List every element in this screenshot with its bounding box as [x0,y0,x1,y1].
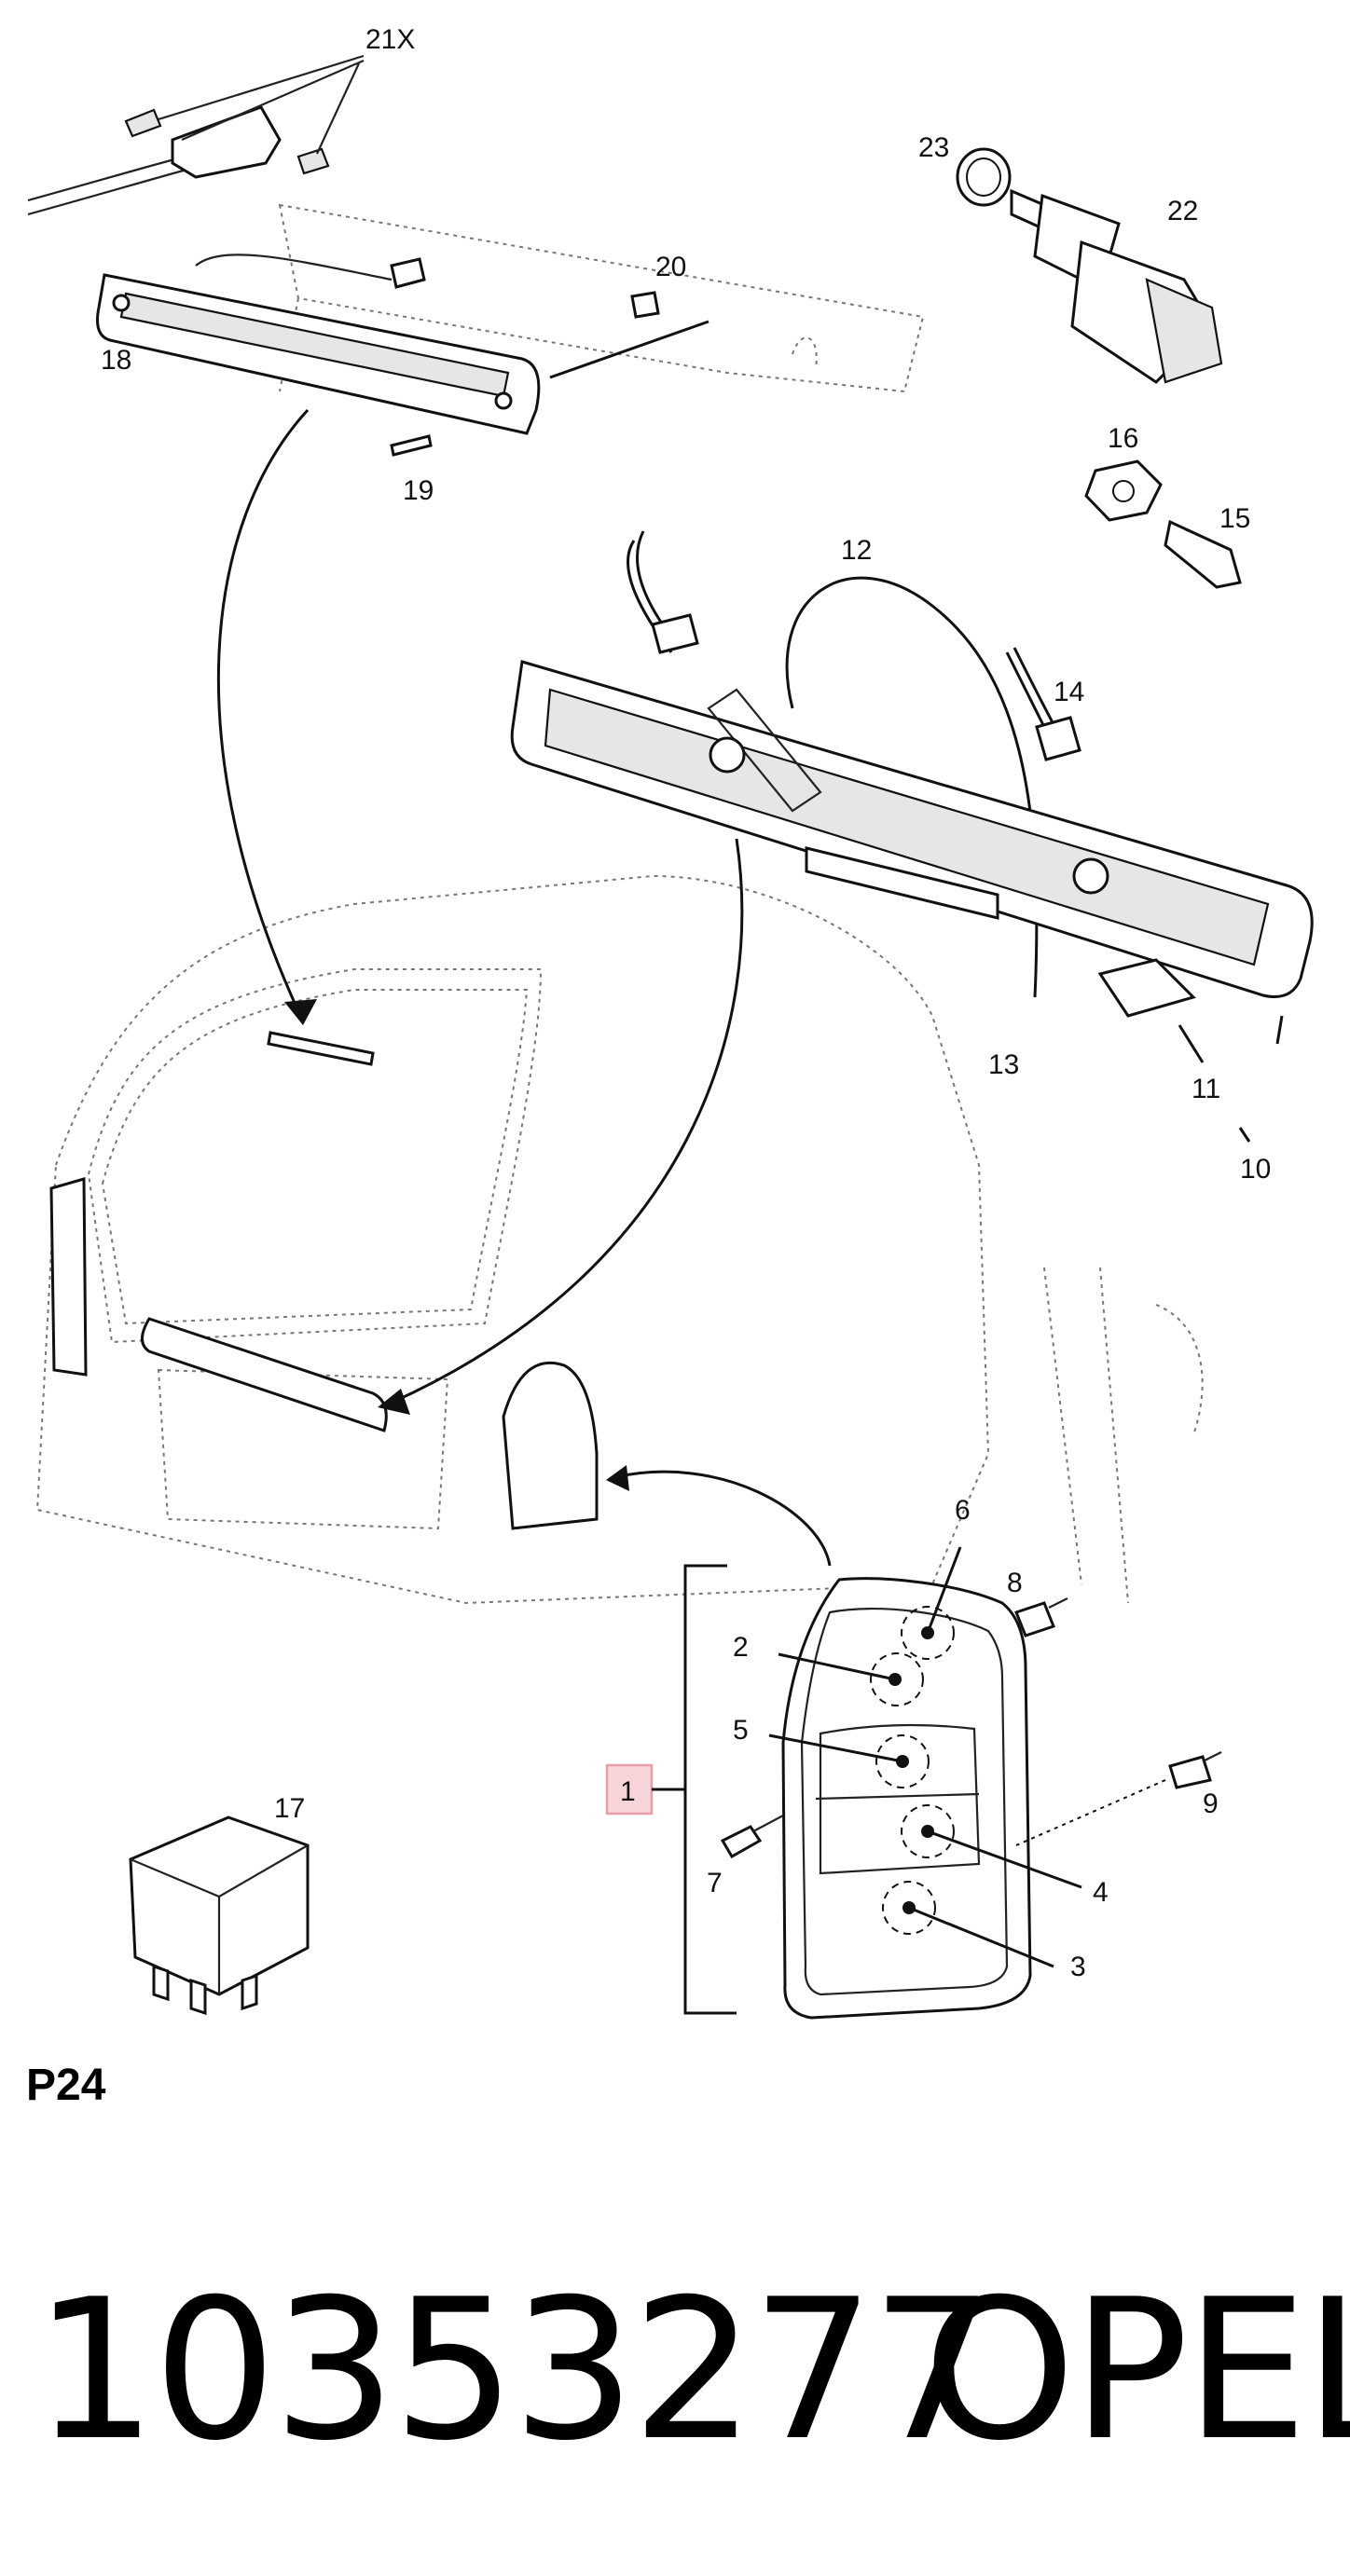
callout-5: 5 [733,1715,749,1746]
callout-12: 12 [841,535,872,566]
bolt-15 [1164,519,1242,589]
tailgate-trim [141,1317,388,1432]
callout-2: 2 [733,1632,749,1663]
brake-light-marker [267,1031,375,1066]
callout-13: 13 [988,1049,1019,1080]
callout-11: 11 [1192,1074,1220,1104]
callout-9: 9 [1203,1788,1219,1819]
plug-9 [1168,1755,1212,1789]
callout-14: 14 [1054,677,1084,707]
callout-7: 7 [707,1868,723,1898]
clip-20 [630,291,660,319]
brake-light-18 [96,253,541,435]
brand-name: OPEL [923,2258,1350,2484]
callout-22: 22 [1167,196,1198,226]
callout-6: 6 [955,1495,971,1526]
callout-21x: 21X [365,24,415,55]
harness-connector-21x [27,54,365,216]
switch-22 [956,147,1223,384]
plug-8 [1014,1601,1055,1637]
tail-lamp-assembly-1 [781,1577,1032,2020]
callout-16: 16 [1108,423,1138,454]
arrow-head-1 [284,999,317,1025]
part-number: 10353277 [34,2258,995,2484]
callout-3: 3 [1070,1952,1086,1982]
callout-17: 17 [274,1793,305,1824]
callout-4: 4 [1093,1877,1109,1908]
trim-panel-10 [510,660,1314,1018]
callout-8: 8 [1007,1568,1023,1598]
callout-10: 10 [1240,1154,1271,1185]
callout-1: 1 [620,1776,636,1807]
highlight-box-1 [605,1763,654,1816]
relay-17 [129,1816,310,2016]
callout-19: 19 [403,475,434,506]
left-lamp [49,1177,88,1377]
vehicle-rear-outline [35,874,1204,1605]
screw-7 [720,1825,763,1859]
right-lamp [502,1361,599,1530]
callout-23: 23 [918,132,949,163]
callout-20: 20 [655,252,686,282]
arrow-head-2 [378,1389,410,1415]
screw-19 [390,434,433,457]
page-code: P24 [26,2061,106,2110]
callout-15: 15 [1219,503,1250,534]
arrow-head-3 [606,1465,629,1491]
callout-18: 18 [101,345,131,376]
